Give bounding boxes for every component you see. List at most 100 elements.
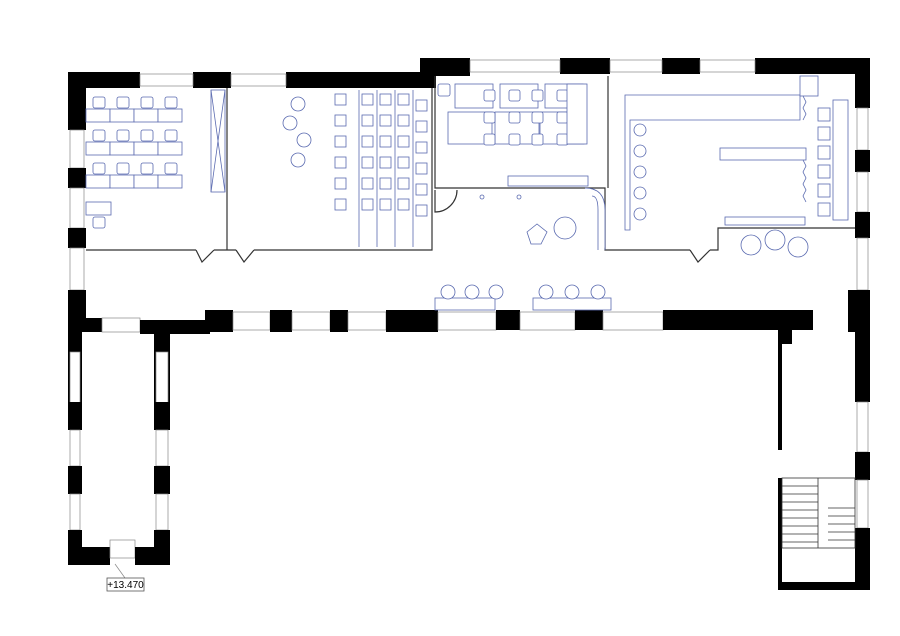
chair: [556, 89, 569, 102]
column: [479, 194, 485, 200]
curved-sofa: [584, 187, 606, 250]
chair: [164, 96, 178, 109]
stool: [633, 144, 647, 158]
wall-segment: [193, 72, 231, 88]
seating-row-lines: [358, 90, 414, 247]
wall-segment: [330, 310, 348, 332]
chair: [508, 89, 521, 102]
elevation-marker: +13.470: [106, 563, 145, 592]
seat: [334, 135, 347, 148]
stool: [564, 284, 580, 300]
wall-segment: [68, 168, 86, 188]
window: [856, 401, 869, 453]
window: [155, 429, 169, 467]
desk: [109, 174, 135, 189]
seat: [415, 183, 428, 196]
desk: [85, 141, 111, 156]
chair: [116, 162, 130, 175]
door[interactable]: [195, 249, 255, 264]
seat: [361, 177, 374, 190]
chair: [483, 111, 496, 124]
stool: [633, 186, 647, 200]
window: [699, 59, 756, 73]
desk: [85, 108, 111, 123]
seat: [361, 198, 374, 211]
wall-segment: [154, 402, 170, 430]
desk: [157, 108, 183, 123]
desk: [133, 141, 159, 156]
shelf-seat: [817, 107, 831, 122]
wall-segment: [855, 212, 870, 238]
wall-segment: [140, 320, 210, 334]
shelf-seat: [817, 126, 831, 141]
interior-partitions: [86, 76, 856, 549]
chair: [92, 129, 106, 142]
wall-segment: [662, 58, 700, 74]
shelf-seat: [817, 145, 831, 160]
seat: [415, 141, 428, 154]
window: [155, 351, 169, 405]
seat: [415, 99, 428, 112]
elevation-label: +13.470: [107, 580, 144, 591]
wall-segment: [68, 402, 82, 430]
seat: [379, 198, 392, 211]
desk: [109, 141, 135, 156]
desk: [133, 174, 159, 189]
chair: [508, 133, 521, 146]
stool: [633, 207, 647, 221]
partition-wall: [86, 88, 433, 251]
cabinet: [210, 89, 226, 193]
counter: [507, 175, 589, 187]
shelf-seat: [817, 164, 831, 179]
seat: [379, 177, 392, 190]
wall-segment: [68, 228, 86, 248]
stool: [590, 284, 606, 300]
seat: [397, 93, 410, 106]
wall-segment: [778, 478, 782, 590]
wall-segment: [663, 310, 813, 330]
wall-segment: [855, 528, 870, 590]
bench: [434, 297, 496, 311]
table: [724, 216, 806, 226]
window: [437, 311, 497, 331]
door[interactable]: [434, 189, 458, 213]
column: [516, 194, 522, 200]
wall-segment: [68, 466, 82, 494]
wall-segment: [286, 72, 436, 88]
window: [519, 311, 576, 331]
lounge-chair: [787, 236, 809, 258]
wall-segment: [778, 330, 782, 450]
cabinet: [799, 75, 819, 97]
stool: [488, 284, 504, 300]
window: [139, 73, 194, 87]
round-stool: [282, 115, 298, 131]
chair: [116, 96, 130, 109]
wall-segment: [855, 58, 870, 108]
door[interactable]: [689, 249, 711, 263]
window: [69, 429, 81, 467]
wall-segment: [135, 547, 170, 565]
chair: [531, 89, 544, 102]
round-table: [553, 216, 577, 240]
chair: [92, 96, 106, 109]
seat: [415, 204, 428, 217]
seat: [397, 135, 410, 148]
window: [69, 187, 85, 229]
bench: [532, 297, 612, 311]
chair: [92, 216, 106, 229]
wall-segment: [420, 58, 470, 76]
cabinet-cross: [210, 89, 226, 193]
curtain: [802, 95, 807, 203]
window: [856, 479, 869, 529]
shelf-seat: [817, 202, 831, 217]
chair: [483, 89, 496, 102]
chair: [531, 111, 544, 124]
teacher-desk: [85, 201, 112, 216]
chair: [531, 133, 544, 146]
wall-segment: [855, 452, 870, 480]
wall-segment: [154, 466, 170, 494]
wall-segment: [778, 582, 870, 590]
chair: [140, 96, 154, 109]
wall-segment: [782, 330, 792, 344]
